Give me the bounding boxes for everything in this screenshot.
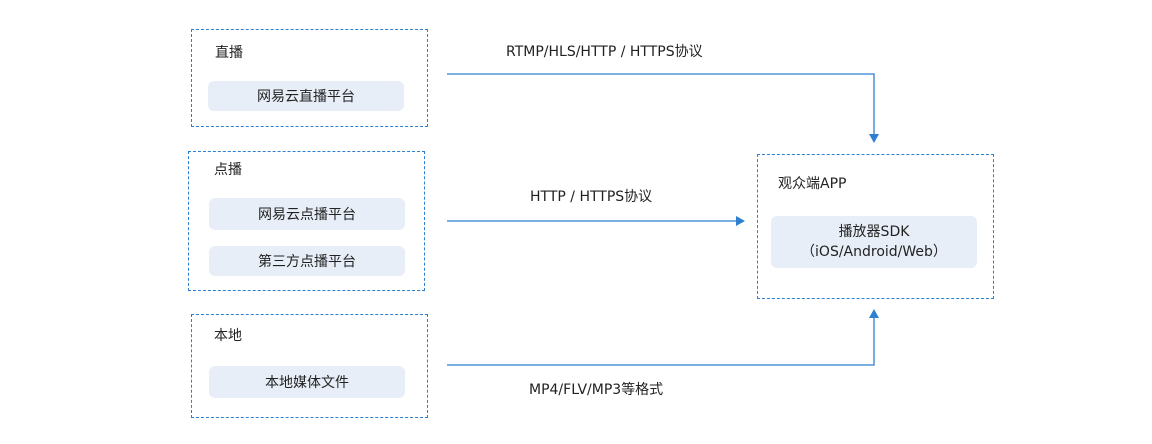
live-group-title: 直播 xyxy=(215,45,243,61)
vod-group: 点播 网易云点播平台 第三方点播平台 xyxy=(188,151,425,291)
live-platform-pill: 网易云直播平台 xyxy=(208,81,404,111)
local-media-pill: 本地媒体文件 xyxy=(209,366,405,398)
live-group: 直播 网易云直播平台 xyxy=(191,29,428,127)
vod-group-title: 点播 xyxy=(214,162,242,178)
local-format-label: MP4/FLV/MP3等格式 xyxy=(529,382,664,398)
vod-thirdparty-pill: 第三方点播平台 xyxy=(209,246,405,276)
live-connector xyxy=(447,73,875,136)
live-arrowhead xyxy=(869,134,879,143)
viewer-app-group: 观众端APP 播放器SDK （iOS/Android/Web） xyxy=(757,154,994,299)
viewer-app-title: 观众端APP xyxy=(778,176,847,192)
vod-protocol-label: HTTP / HTTPS协议 xyxy=(530,189,653,205)
player-sdk-platforms: （iOS/Android/Web） xyxy=(801,244,947,260)
local-group-title: 本地 xyxy=(214,328,242,344)
player-sdk-pill: 播放器SDK （iOS/Android/Web） xyxy=(771,216,977,268)
live-protocol-label: RTMP/HLS/HTTP / HTTPS协议 xyxy=(506,44,703,60)
local-arrowhead xyxy=(869,309,879,318)
player-sdk-label: 播放器SDK xyxy=(838,224,910,240)
vod-arrowhead xyxy=(736,216,745,226)
local-group: 本地 本地媒体文件 xyxy=(191,314,428,418)
vod-netease-pill: 网易云点播平台 xyxy=(209,198,405,230)
local-connector xyxy=(447,316,875,366)
